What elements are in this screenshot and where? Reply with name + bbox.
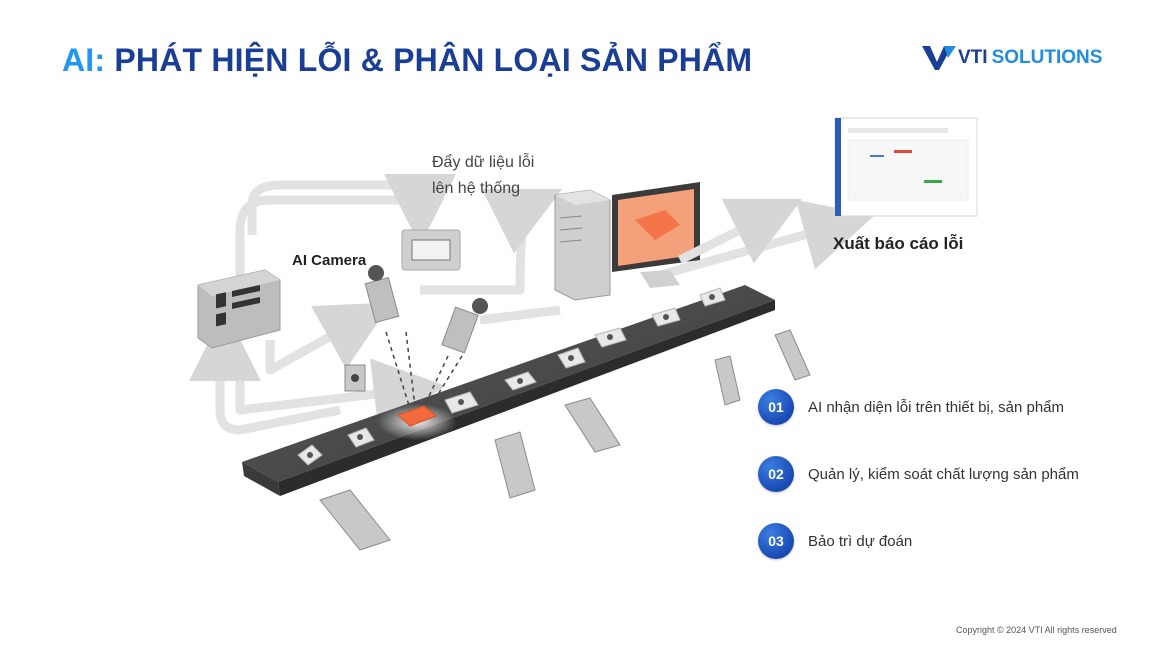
ai-camera-icon-1 (364, 265, 400, 324)
slide-title: AI: PHÁT HIỆN LỖI & PHÂN LOẠI SẢN PHẨM (62, 42, 752, 79)
copyright-text: Copyright © 2024 VTI All rights reserved (956, 625, 1117, 635)
title-text: PHÁT HIỆN LỖI & PHÂN LOẠI SẢN PHẨM (114, 42, 753, 78)
benefit-number-badge: 03 (758, 523, 794, 559)
push-data-label: Đẩy dữ liệu lỗi lên hệ thống (432, 150, 534, 202)
benefit-text: Quản lý, kiểm soát chất lượng sản phẩm (808, 465, 1079, 483)
data-flow-arrows (189, 174, 875, 435)
logo-word-vti: VTI (958, 47, 988, 68)
defect-product-icon (397, 405, 437, 427)
export-report-label: Xuất báo cáo lỗi (833, 234, 964, 253)
ai-camera-label: AI Camera (292, 252, 367, 269)
company-logo: VTI SOLUTIONS (922, 43, 1102, 73)
benefit-item: 02 Quản lý, kiểm soát chất lượng sản phẩ… (758, 455, 1079, 493)
benefit-number-badge: 01 (758, 389, 794, 425)
logo-word-solutions: SOLUTIONS (991, 47, 1103, 68)
benefit-item: 03 Bảo trì dự đoán (758, 522, 1079, 560)
benefits-list: 01 AI nhận diện lỗi trên thiết bị, sản p… (758, 388, 1079, 589)
ai-camera-icon-2 (441, 298, 488, 354)
push-label-line-2: lên hệ thống (432, 180, 521, 197)
conveyor-belt (242, 285, 811, 551)
benefit-text: Bảo trì dự đoán (808, 532, 913, 550)
computer-icon (554, 182, 803, 301)
controller-box-icon (197, 269, 281, 349)
benefit-text: AI nhận diện lỗi trên thiết bị, sản phẩm (808, 398, 1064, 416)
title-prefix: AI: (62, 42, 106, 78)
report-thumbnail (834, 117, 978, 217)
status-display-icon (401, 229, 461, 271)
vti-logo-icon (922, 46, 956, 70)
sensor-icon (344, 364, 366, 392)
inspection-diagram (189, 117, 978, 551)
benefit-number-badge: 02 (758, 456, 794, 492)
push-label-line-1: Đẩy dữ liệu lỗi (432, 154, 535, 171)
product-holes (307, 294, 715, 458)
benefit-item: 01 AI nhận diện lỗi trên thiết bị, sản p… (758, 388, 1079, 426)
